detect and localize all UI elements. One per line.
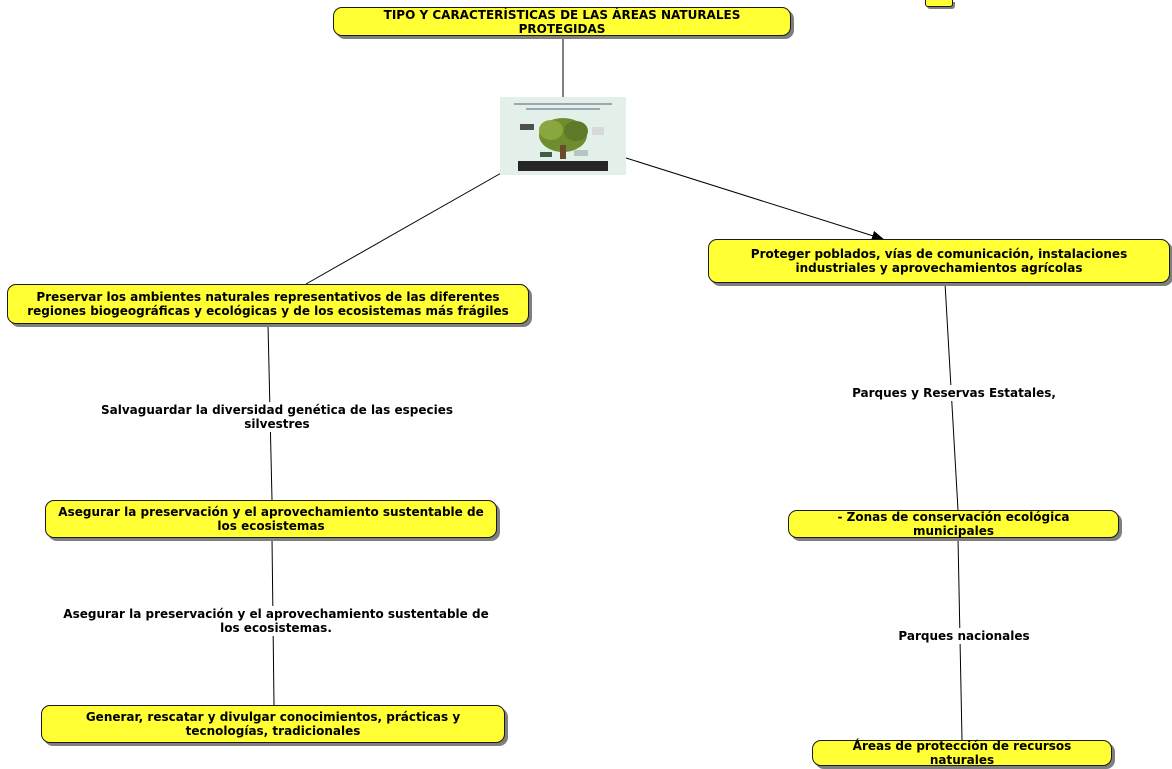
link-label-right-1-2: Parques y Reservas Estatales, [846,385,1062,401]
link-label-right-2-3: Parques nacionales [886,628,1042,644]
node-left-1[interactable]: Preservar los ambientes naturales repres… [7,284,529,324]
tree-illustration-icon [500,97,626,175]
link-label-left-1-2: Salvaguardar la diversidad genética de l… [64,402,490,432]
node-right-2[interactable]: - Zonas de conservación ecológica munici… [788,510,1119,538]
node-right-1[interactable]: Proteger poblados, vías de comunicación,… [708,239,1170,283]
connector-image-left [305,171,504,285]
node-right-3[interactable]: Áreas de protección de recursos naturale… [812,739,1112,767]
link-label-left-2-3: Asegurar la preservación y el aprovecham… [51,606,501,636]
connector-image-right [625,157,884,241]
node-left-3[interactable]: Generar, rescatar y divulgar conocimient… [41,705,505,743]
node-root-title[interactable]: TIPO Y CARACTERÍSTICAS DE LAS ÁREAS NATU… [333,7,791,36]
tree-illustration-image [500,97,626,175]
node-left-2[interactable]: Asegurar la preservación y el aprovecham… [45,500,497,538]
corner-node-tab [925,0,953,7]
